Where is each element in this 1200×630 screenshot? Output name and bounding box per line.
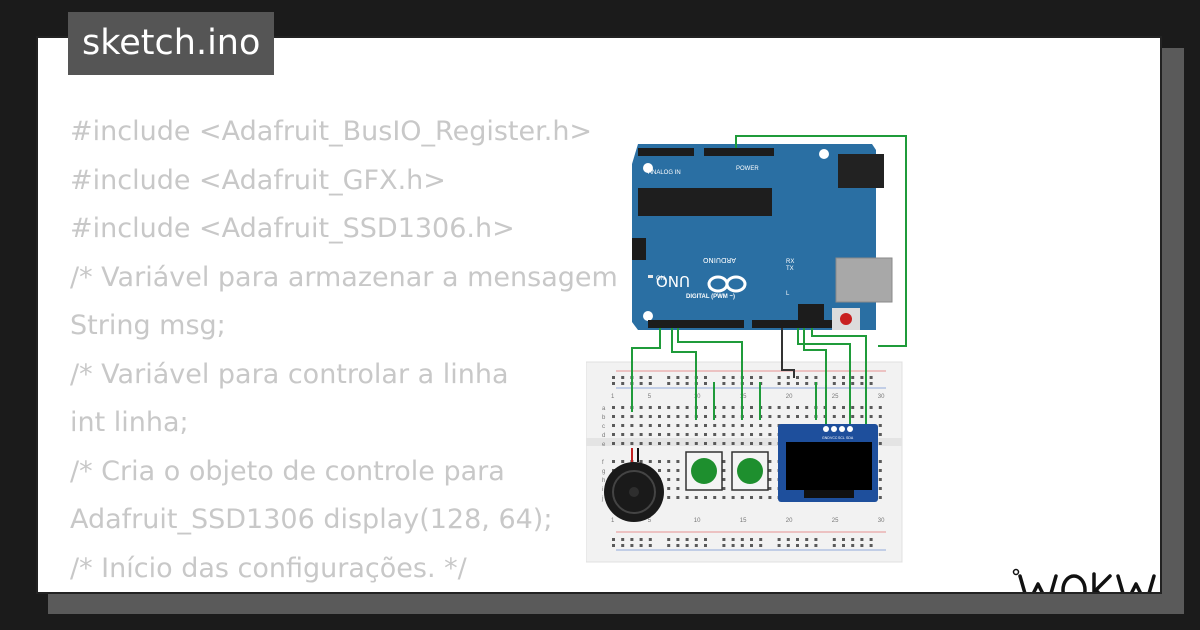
column-number: 15 <box>740 394 747 400</box>
push-button-left <box>685 451 723 491</box>
column-number: 20 <box>786 394 793 400</box>
column-number: 30 <box>878 518 885 524</box>
oled-pin-label: VCC <box>830 436 838 440</box>
row-letter: i <box>602 487 603 493</box>
row-letter: d <box>602 433 605 439</box>
code-preview: #include <Adafruit_BusIO_Register.h> #inc… <box>70 108 618 594</box>
row-letter: a <box>602 406 606 412</box>
arduino-uno-board: UNO ARDUINO ON TX RX L DIGITAL (PWM ~) P… <box>632 144 893 330</box>
column-number: 1 <box>611 394 615 400</box>
file-name-label: sketch.ino <box>68 12 275 75</box>
code-line: /* Início das configurações. */ <box>70 552 467 584</box>
buzzer <box>604 448 664 522</box>
column-number: 5 <box>648 394 652 400</box>
l-led-label: L <box>786 291 790 297</box>
oled-pin-label: SDA <box>846 436 854 440</box>
power-header-label: POWER <box>736 166 759 172</box>
wokwi-logo <box>1012 568 1156 592</box>
code-line: #include <Adafruit_GFX.h> <box>70 164 446 196</box>
uno-logo-text: UNO <box>656 272 690 290</box>
push-button-right <box>731 451 769 491</box>
code-line: /* Cria o objeto de controle para <box>70 455 505 487</box>
oled-pin-label: SCL <box>838 436 845 440</box>
column-number: 25 <box>832 394 839 400</box>
preview-card: #include <Adafruit_BusIO_Register.h> #inc… <box>36 36 1162 594</box>
row-letter: e <box>602 442 606 448</box>
row-letter: c <box>602 424 605 430</box>
code-line: #include <Adafruit_SSD1306.h> <box>70 213 515 244</box>
row-letter: g <box>602 469 605 475</box>
on-led-label: ON <box>656 276 665 282</box>
column-number: 1 <box>611 518 615 524</box>
column-number: 10 <box>694 394 701 400</box>
code-line: String msg; <box>70 310 226 341</box>
column-number: 5 <box>648 518 652 524</box>
code-line: #include <Adafruit_BusIO_Register.h> <box>70 116 593 147</box>
column-number: 10 <box>694 518 701 524</box>
code-line: void setup() { <box>70 593 618 594</box>
row-letter: h <box>602 478 605 484</box>
digital-header-label: DIGITAL (PWM ~) <box>686 294 735 300</box>
row-letter: b <box>602 415 606 421</box>
oled-pin-label: GND <box>822 436 830 440</box>
code-line: /* Variável para armazenar a mensagem <box>70 261 618 293</box>
row-letter: f <box>602 460 604 466</box>
row-letter: j <box>601 496 603 502</box>
column-number: 30 <box>878 394 885 400</box>
wires <box>631 135 907 424</box>
analog-header-label: ANALOG IN <box>648 170 681 176</box>
arduino-brand-text: ARDUINO <box>703 256 736 264</box>
code-line: /* Variável para controlar a linha <box>70 358 509 390</box>
tx-led-label: TX <box>786 266 794 272</box>
column-number: 15 <box>740 518 747 524</box>
code-line: Adafruit_SSD1306 display(128, 64); <box>70 504 553 535</box>
column-number: 25 <box>832 518 839 524</box>
column-number: 20 <box>786 518 793 524</box>
code-line: int linha; <box>70 407 189 438</box>
rx-led-label: RX <box>786 259 794 265</box>
